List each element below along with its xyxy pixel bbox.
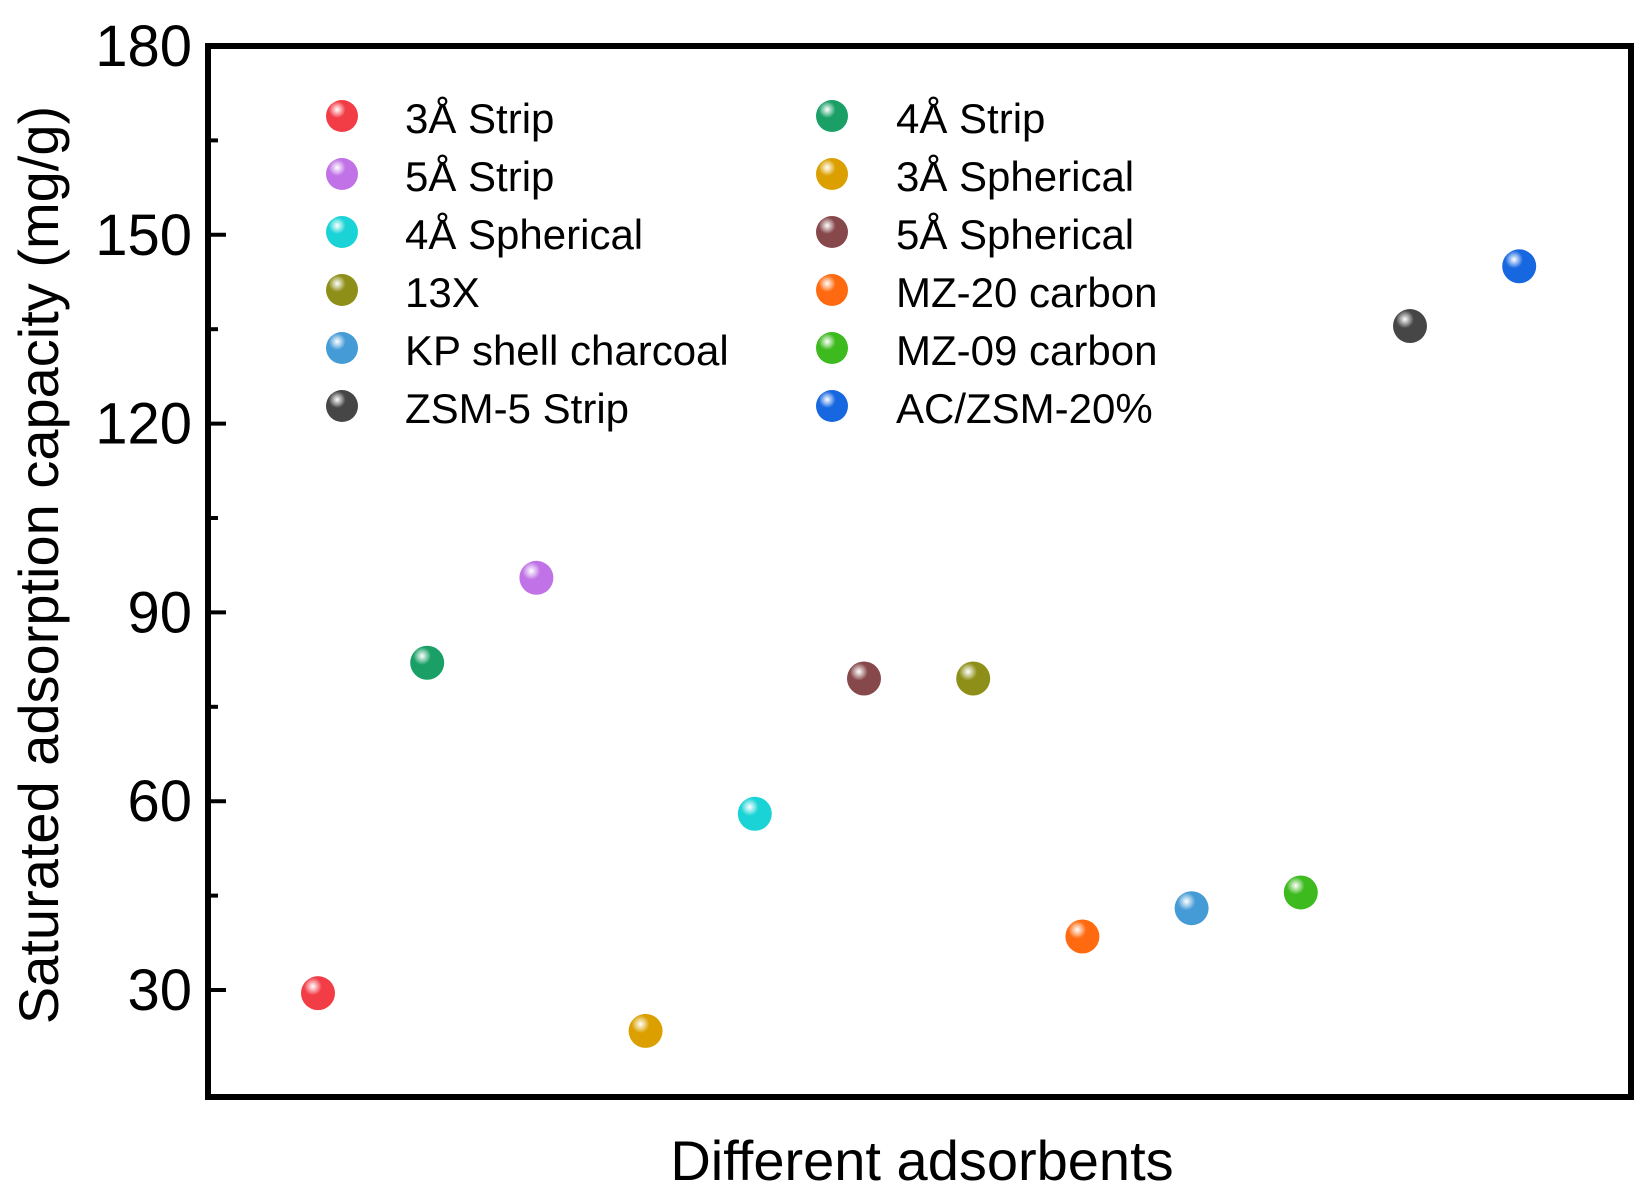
legend-marker: [816, 274, 848, 306]
legend-label: MZ-20 carbon: [896, 269, 1157, 316]
legend-marker: [326, 390, 358, 422]
legend-marker: [816, 390, 848, 422]
plot-area: [205, 43, 1634, 1100]
data-point: [301, 976, 335, 1011]
legend-label: AC/ZSM-20%: [896, 385, 1153, 432]
data-point: [1283, 875, 1318, 910]
x-axis-title: Different adsorbents: [670, 1129, 1173, 1192]
plot-frame: [205, 43, 1634, 1100]
y-axis-title: Saturated adsorption capacity (mg/g): [7, 106, 70, 1024]
y-tick-label: 90: [127, 580, 192, 645]
y-tick-label: 180: [95, 14, 192, 79]
legend-label: 5Å Spherical: [896, 211, 1134, 258]
legend-marker: [326, 274, 358, 306]
legend-marker: [326, 216, 358, 248]
data-point: [1065, 919, 1100, 954]
legend-label: ZSM-5 Strip: [405, 385, 629, 432]
y-tick-label: 150: [95, 203, 192, 268]
data-point: [1502, 249, 1537, 284]
legend-label: 3Å Strip: [405, 95, 554, 142]
legend-marker: [326, 332, 358, 364]
legend-label: MZ-09 carbon: [896, 327, 1157, 374]
legend: 3Å Strip 4Å Strip 5Å Strip 3Å Spherical 4Å S…: [326, 95, 1157, 432]
data-point: [1393, 309, 1427, 344]
legend-marker: [816, 100, 848, 132]
legend-label: KP shell charcoal: [405, 327, 729, 374]
y-tick-label: 60: [127, 769, 192, 834]
legend-label: 3Å Spherical: [896, 153, 1134, 200]
data-point: [628, 1013, 663, 1048]
legend-label: 4Å Spherical: [405, 211, 643, 258]
legend-marker: [816, 332, 848, 364]
y-axis: 30 60 90 120 150 180: [95, 14, 226, 1023]
data-point: [1174, 891, 1209, 926]
data-point: [410, 645, 445, 680]
data-point: [847, 661, 881, 696]
y-tick-label: 30: [127, 958, 192, 1023]
legend-marker: [816, 158, 848, 190]
legend-marker: [816, 216, 848, 248]
legend-marker: [326, 100, 358, 132]
data-point: [737, 796, 772, 831]
legend-label: 5Å Strip: [405, 153, 554, 200]
data-point: [519, 560, 554, 595]
data-points: [301, 249, 1537, 1048]
y-tick-label: 120: [95, 392, 192, 457]
legend-marker: [326, 158, 358, 190]
legend-label: 4Å Strip: [896, 95, 1045, 142]
data-point: [956, 661, 991, 696]
legend-label: 13X: [405, 269, 480, 316]
